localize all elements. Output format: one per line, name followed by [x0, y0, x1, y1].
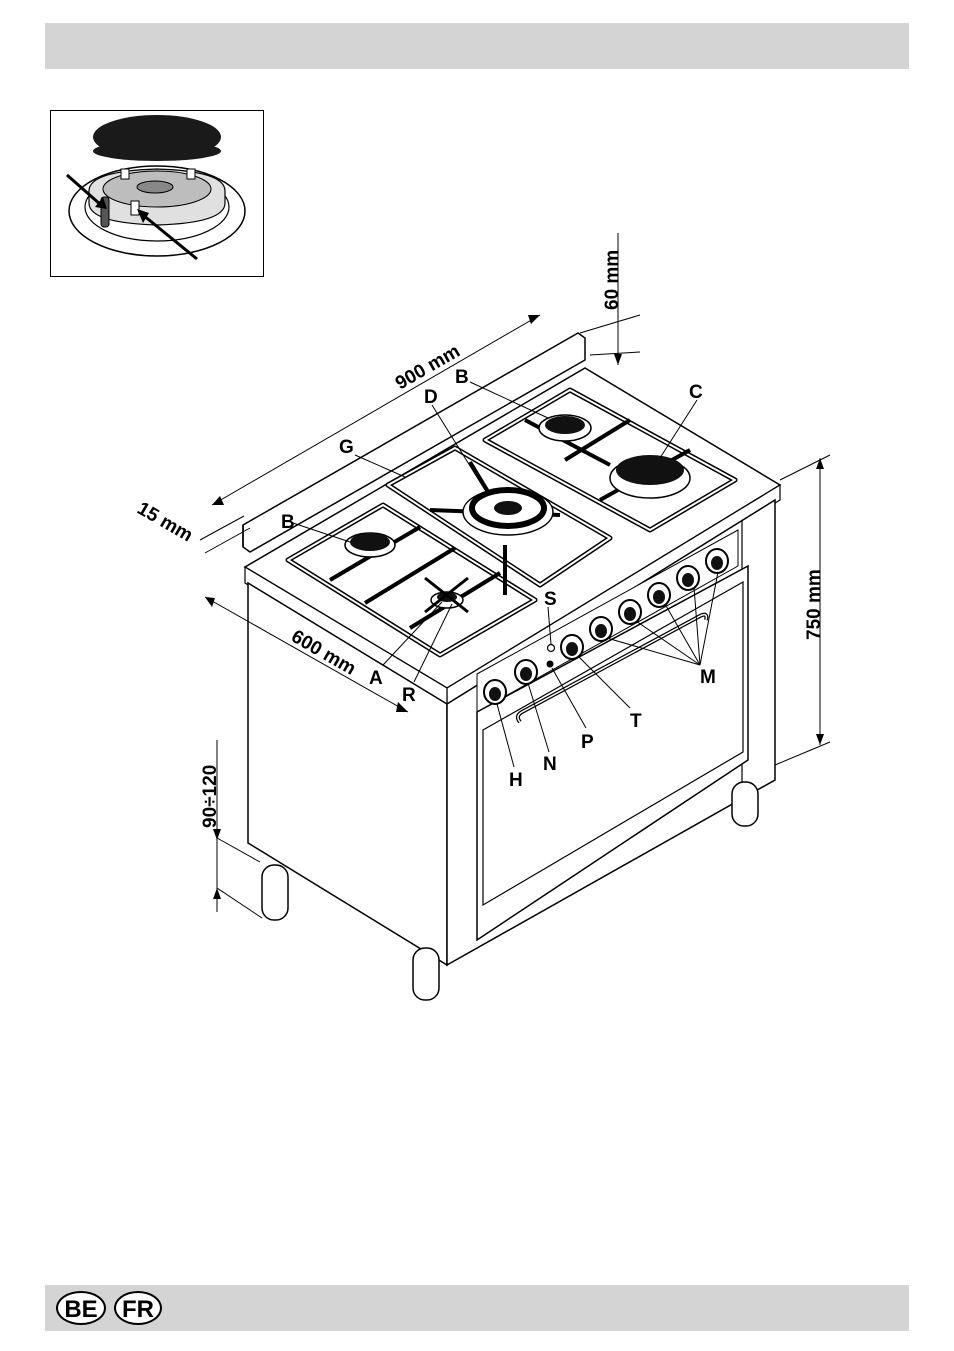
label-N: N: [543, 754, 557, 775]
country-badge-fr: FR: [114, 1291, 162, 1325]
header-band: [45, 23, 909, 69]
footer-band: [45, 1285, 909, 1331]
label-D: D: [424, 387, 438, 408]
inset-burner-detail: [50, 110, 264, 277]
label-B-front: B: [281, 512, 295, 533]
dim-feet: 90÷120: [200, 765, 221, 828]
label-P: P: [581, 732, 594, 753]
label-T: T: [630, 711, 642, 732]
burner-detail-illustration: [66, 115, 246, 261]
push-button: [546, 660, 554, 668]
dim-15: 15 mm: [134, 498, 197, 546]
dim-750: 750 mm: [804, 569, 825, 640]
indicator-light: [546, 643, 556, 653]
cooker-illustration: 900 mm 600 mm 750 mm 60 mm 15 mm 90÷120 …: [134, 233, 831, 1001]
label-S: S: [544, 589, 557, 610]
dim-60: 60 mm: [602, 250, 623, 310]
label-H: H: [509, 770, 523, 791]
label-B-rear: B: [455, 367, 469, 388]
label-A: A: [369, 668, 383, 689]
label-R: R: [402, 685, 416, 706]
burners: [344, 414, 691, 614]
label-C: C: [689, 382, 703, 403]
oven-window: [482, 580, 744, 907]
country-badge-be: BE: [56, 1291, 106, 1325]
label-M: M: [700, 667, 716, 688]
legs: [261, 781, 759, 1001]
label-G: G: [339, 437, 354, 458]
dimension-lines: [199, 233, 831, 919]
